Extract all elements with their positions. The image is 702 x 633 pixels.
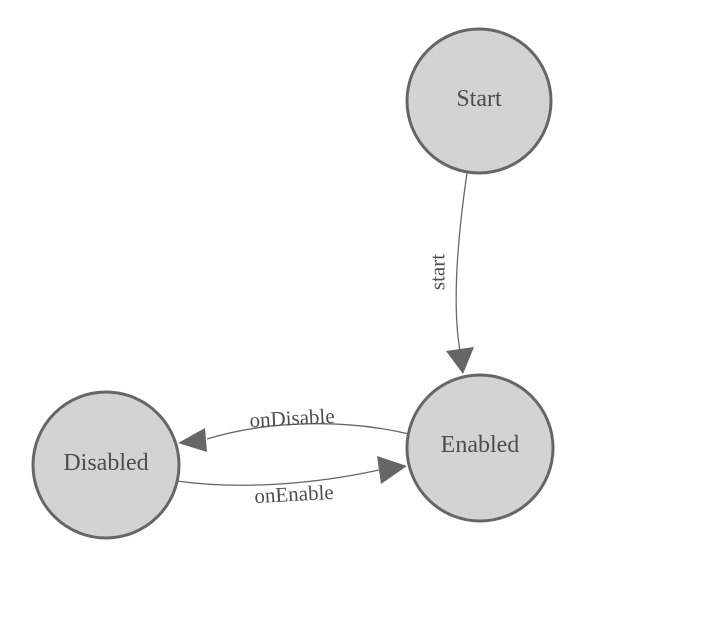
edge-onDisable: onDisable [178,404,410,452]
state-node-start-circle [405,27,553,175]
state-node-disabled-circle [31,390,181,540]
state-node-enabled-label: Enabled [441,432,520,458]
edge-start-line [455,172,468,352]
state-node-enabled-circle [405,373,555,523]
state-node-start: Start [405,27,553,175]
edge-onEnable: onEnable [176,456,407,508]
edge-onEnable-arrowhead-icon [377,456,407,484]
edge-start: start [426,172,474,374]
state-node-disabled: Disabled [31,390,181,540]
edge-start-arrowhead-icon [446,347,474,374]
state-node-disabled-label: Disabled [63,450,148,476]
edge-onEnable-label: onEnable [254,480,334,508]
state-node-start-label: Start [456,86,502,112]
edge-onDisable-line [206,423,410,440]
edge-onDisable-arrowhead-icon [178,428,207,452]
edge-start-label: start [426,254,450,290]
edge-onDisable-label: onDisable [249,404,335,432]
edge-onEnable-line [176,469,380,486]
state-node-enabled: Enabled [405,373,555,523]
